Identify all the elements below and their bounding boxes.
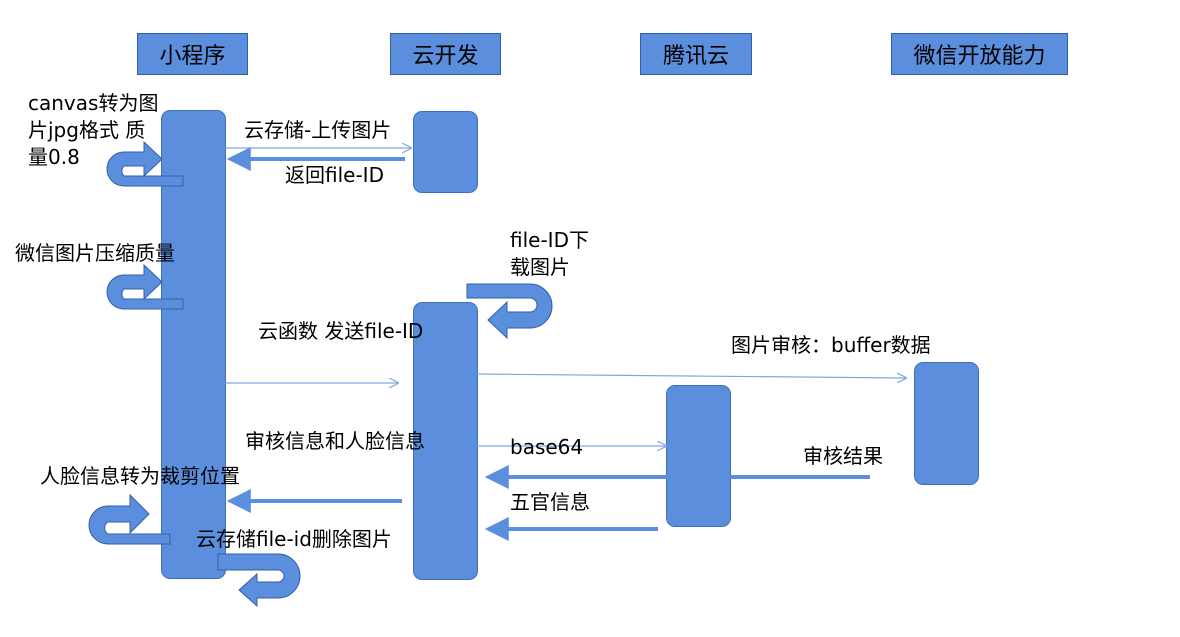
label-audit-face-info: 审核信息和人脸信息	[245, 429, 425, 453]
activation-miniprogram	[161, 110, 226, 579]
self-arrow-delete	[217, 553, 301, 608]
label-delete-image: 云存储file-id删除图片	[196, 527, 392, 551]
label-image-audit: 图片审核：buffer数据	[731, 333, 931, 357]
participant-miniprogram: 小程序	[137, 33, 248, 75]
participant-tencent-cloud: 腾讯云	[640, 33, 752, 75]
participant-label: 小程序	[159, 44, 226, 69]
label-upload: 云存储-上传图片	[244, 118, 392, 142]
activation-cloud-upload	[413, 111, 478, 193]
label-canvas-line2: 片jpg格式 质	[28, 118, 146, 142]
participant-wechat-open: 微信开放能力	[891, 33, 1068, 75]
label-canvas-line3: 量0.8	[28, 145, 80, 169]
activation-tencent	[666, 385, 731, 527]
participant-cloud-dev: 云开发	[390, 33, 501, 75]
label-download-line1: file-ID下	[510, 228, 589, 252]
self-arrow-face-crop	[88, 493, 171, 545]
label-download-line2: 载图片	[510, 255, 570, 279]
activation-cloud-function	[413, 302, 478, 580]
participant-label: 微信开放能力	[913, 44, 1046, 69]
label-return-fileid: 返回file-ID	[285, 163, 384, 187]
label-cloud-function: 云函数 发送file-ID	[258, 319, 424, 343]
activation-wechat	[914, 362, 979, 485]
participant-label: 腾讯云	[662, 44, 729, 69]
self-arrow-canvas	[106, 140, 184, 187]
label-audit-result: 审核结果	[803, 444, 883, 468]
arrow-image-audit	[476, 374, 906, 378]
label-face-to-crop: 人脸信息转为裁剪位置	[40, 464, 240, 488]
label-base64: base64	[510, 435, 584, 459]
label-canvas-line1: canvas转为图	[28, 91, 159, 115]
self-arrow-compress	[106, 263, 184, 310]
label-facial-features: 五官信息	[510, 490, 590, 514]
participant-label: 云开发	[412, 44, 479, 69]
self-arrow-download	[466, 283, 553, 340]
label-compress: 微信图片压缩质量	[15, 241, 175, 265]
